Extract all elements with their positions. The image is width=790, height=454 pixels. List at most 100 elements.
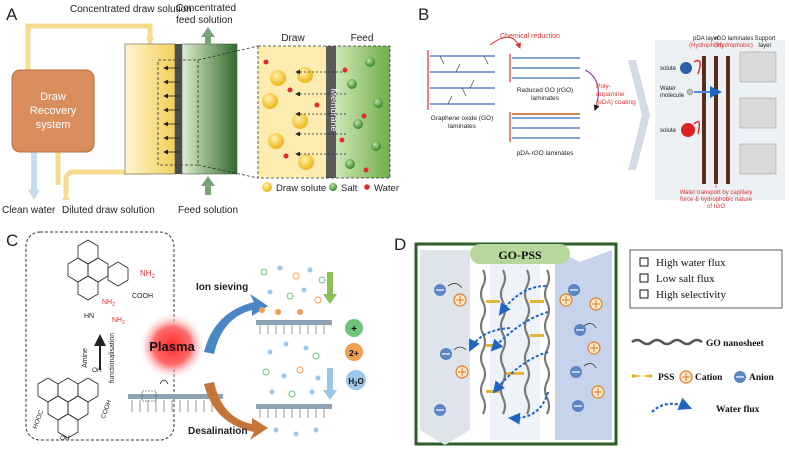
panel-a-letter: A [6,5,18,24]
go-functional-groups [439,55,489,105]
pda-coating-1: Poly- [596,83,611,90]
transport-label-3: of rGO [707,204,725,210]
salts [345,57,383,169]
transport-label-1: Water transport by capillary [680,190,753,196]
anions [434,284,586,416]
ion-sieving-label: Ion sieving [196,282,248,293]
nh2-low: NH2 [112,317,125,326]
zoom-draw-side [258,46,326,178]
draw-solute [262,93,278,109]
zoom-water-arrows [295,69,346,157]
ion-motion-curls [447,283,597,369]
pda-layer-label-2: (Hydrophilic) [689,43,723,49]
go-label-2: laminates [448,123,477,130]
water-molecules [263,59,369,173]
upper-membrane-layer [256,320,332,325]
hn-label: HN [84,313,94,320]
panel-a: A Draw Recovery system Concentrated draw… [2,3,399,216]
draw-recovery-line1: Draw [40,91,66,103]
legend-go-nanosheet: GO nanosheet [706,339,765,349]
cell-membrane [175,44,182,174]
nh2-mid: NH2 [102,299,115,308]
salt-ion [365,57,375,67]
ion-2plus-label: 2+ [349,348,359,358]
pda-coating-3: (pDA) coating [596,99,636,106]
feed-in-arrow [201,176,215,186]
salt-ion [353,119,363,129]
lower-ions [262,366,321,437]
amine-label-1: Amine [82,348,89,368]
rgo-label-2: laminates [531,95,560,102]
zoom-line-bottom [197,164,259,179]
nh2-top: NH2 [140,269,156,280]
panel-d: D GO-PSS [394,235,783,446]
solute-red [681,123,695,137]
diluted-draw-label: Diluted draw solution [62,205,155,216]
draw-chamber [124,43,176,175]
pda-rgo-laminates [512,117,580,139]
zoom-line-top [197,45,259,61]
membrane-top-layer [128,394,223,399]
h2o-label: H2O [348,377,363,388]
lower-membrane-pores [259,409,325,418]
water-molecule-label-1: Water [660,86,676,92]
water-molecule-label-2: molecule [660,93,685,99]
ion-2plus-icon [345,343,363,361]
membrane-zoom-box [141,390,157,402]
draw-recovery-line2: Recovery [30,105,77,117]
pda-layer-label-1: pDA layer [693,36,719,42]
zoom-feed-label: Feed [351,33,374,44]
legend-cation: Cation [695,373,723,383]
solute-rejection-arrow [693,120,701,135]
legend-go-nanosheet-icon [631,338,703,346]
pointer-curl [159,379,169,385]
cooh-bottom: COOH [100,399,113,420]
support-layer [739,51,777,175]
hooc-label: HOOC [32,409,45,430]
draw-solutes [262,67,314,170]
water-down-arrow-head [323,390,337,400]
legend-pss: PSS [658,373,674,383]
conc-feed-arrow [201,27,215,37]
feature-checkbox-1 [639,257,649,267]
panel-d-letter: D [394,235,406,254]
feature-2: Low salt flux [656,273,715,285]
lower-membrane-layer [256,404,332,409]
desalination-arrow [204,382,268,440]
go-pss-title: GO-PSS [498,248,542,262]
salt-ion [347,79,357,89]
features-box [629,249,783,309]
ion-sieving-arrow [204,294,268,354]
h2o-icon [346,370,366,390]
solute-label-top: solute [660,66,677,72]
clean-water-arrow [28,190,40,200]
legend-water: Water [374,183,399,194]
draw-pipe-top [25,23,153,78]
draw-recovery-box [11,69,95,153]
support-label-2: layer [758,43,771,49]
right-channel [555,250,612,440]
pda-rgo-label: pDA-rGO laminates [517,150,574,157]
legend-salt: Salt [341,183,358,194]
go-label-1: Graphene oxide (GO) [431,115,494,122]
cation-plus-marks [456,296,602,396]
amine-label-2: functionalisation [109,333,116,383]
oh-label-1: OH [92,367,102,374]
draw-pipe-arrow [146,38,154,46]
conc-draw-label: Concentrated draw solution [70,4,192,15]
panel-c: C NH2 COOH NH2 HN NH2 Amine functionalis… [6,231,366,442]
legend-salt-icon [329,183,337,191]
solute-blue [680,62,692,74]
legend-water-flux: Water flux [716,405,760,415]
diluted-draw-pipe [55,150,150,195]
feature-checkbox-3 [639,289,649,299]
draw-solute [268,133,284,149]
reduction-arrow [489,36,521,49]
feature-3: High selectivity [656,289,726,301]
rgo-lam-label-2: (Hydrophobic) [715,43,753,49]
legend-water-icon [364,184,370,190]
feature-checkbox-2 [639,273,649,283]
membrane-layers [702,56,730,184]
draw-recovery-line3: system [36,119,71,131]
